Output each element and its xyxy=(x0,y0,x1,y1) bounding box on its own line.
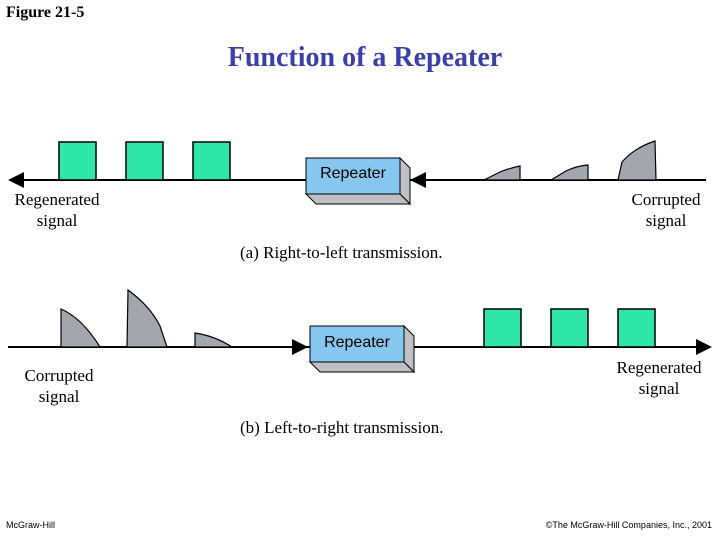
panel-a-repeater-front xyxy=(305,157,401,195)
panel-a-regenerated-pulse xyxy=(192,141,231,181)
panel-a-repeater-arrow-icon xyxy=(410,172,426,188)
panel-a-corrupted-pulse xyxy=(548,164,589,181)
panel-b-regenerated-pulse xyxy=(483,308,522,348)
panel-a-left-label-line1: Regenerated xyxy=(14,190,100,209)
footer-publisher: McGraw-Hill xyxy=(6,520,55,530)
panel-a-left-arrow-icon xyxy=(8,172,24,188)
panel-a-left-label-line2: signal xyxy=(36,211,78,230)
panel-b-corrupted-pulse xyxy=(60,308,102,348)
panel-b xyxy=(8,288,712,374)
panel-b-left-label-line2: signal xyxy=(38,387,80,406)
page-title: Function of a Repeater xyxy=(227,42,503,73)
panel-a-right-label-line2: signal xyxy=(645,211,687,230)
panel-b-caption: (b) Left-to-right transmission. xyxy=(240,418,444,437)
panel-b-repeater-label: Repeater xyxy=(324,334,390,351)
panel-a-caption: (a) Right-to-left transmission. xyxy=(240,243,443,262)
panel-b-corrupted-pulse xyxy=(126,288,168,348)
panel-b-right-arrow-icon xyxy=(696,339,712,355)
panel-a xyxy=(8,140,706,206)
panel-b-repeater-arrow-icon xyxy=(292,339,308,355)
panel-b-left-label: Corrupted signal xyxy=(8,365,110,407)
panel-b-repeater-bottom xyxy=(308,361,416,373)
panel-b-right-label: Regenerated signal xyxy=(604,357,714,399)
panel-a-corrupted-pulse xyxy=(483,165,521,181)
panel-b-repeater xyxy=(308,324,416,374)
panel-a-repeater xyxy=(304,156,412,206)
panel-a-repeater-bottom xyxy=(304,193,412,205)
panel-a-corrupted-pulse xyxy=(617,140,657,181)
figure-number: Figure 21-5 xyxy=(6,4,85,21)
panel-b-left-label-line1: Corrupted xyxy=(24,366,94,385)
footer-copyright: ©The McGraw-Hill Companies, Inc., 2001 xyxy=(545,520,712,530)
panel-a-left-label: Regenerated signal xyxy=(2,189,112,231)
panel-a-regenerated-pulse xyxy=(125,141,164,181)
panel-b-repeater-front xyxy=(309,325,405,363)
panel-b-right-label-line1: Regenerated xyxy=(616,358,702,377)
panel-a-repeater-label: Repeater xyxy=(320,165,386,182)
panel-b-regenerated-pulse xyxy=(617,308,656,348)
panel-b-corrupted-pulse xyxy=(194,332,235,348)
panel-a-right-label-line1: Corrupted xyxy=(631,190,701,209)
panel-b-regenerated-pulse xyxy=(550,308,589,348)
panel-a-regenerated-pulse xyxy=(58,141,97,181)
panel-a-right-label: Corrupted signal xyxy=(614,189,718,231)
panel-b-right-label-line2: signal xyxy=(638,379,680,398)
